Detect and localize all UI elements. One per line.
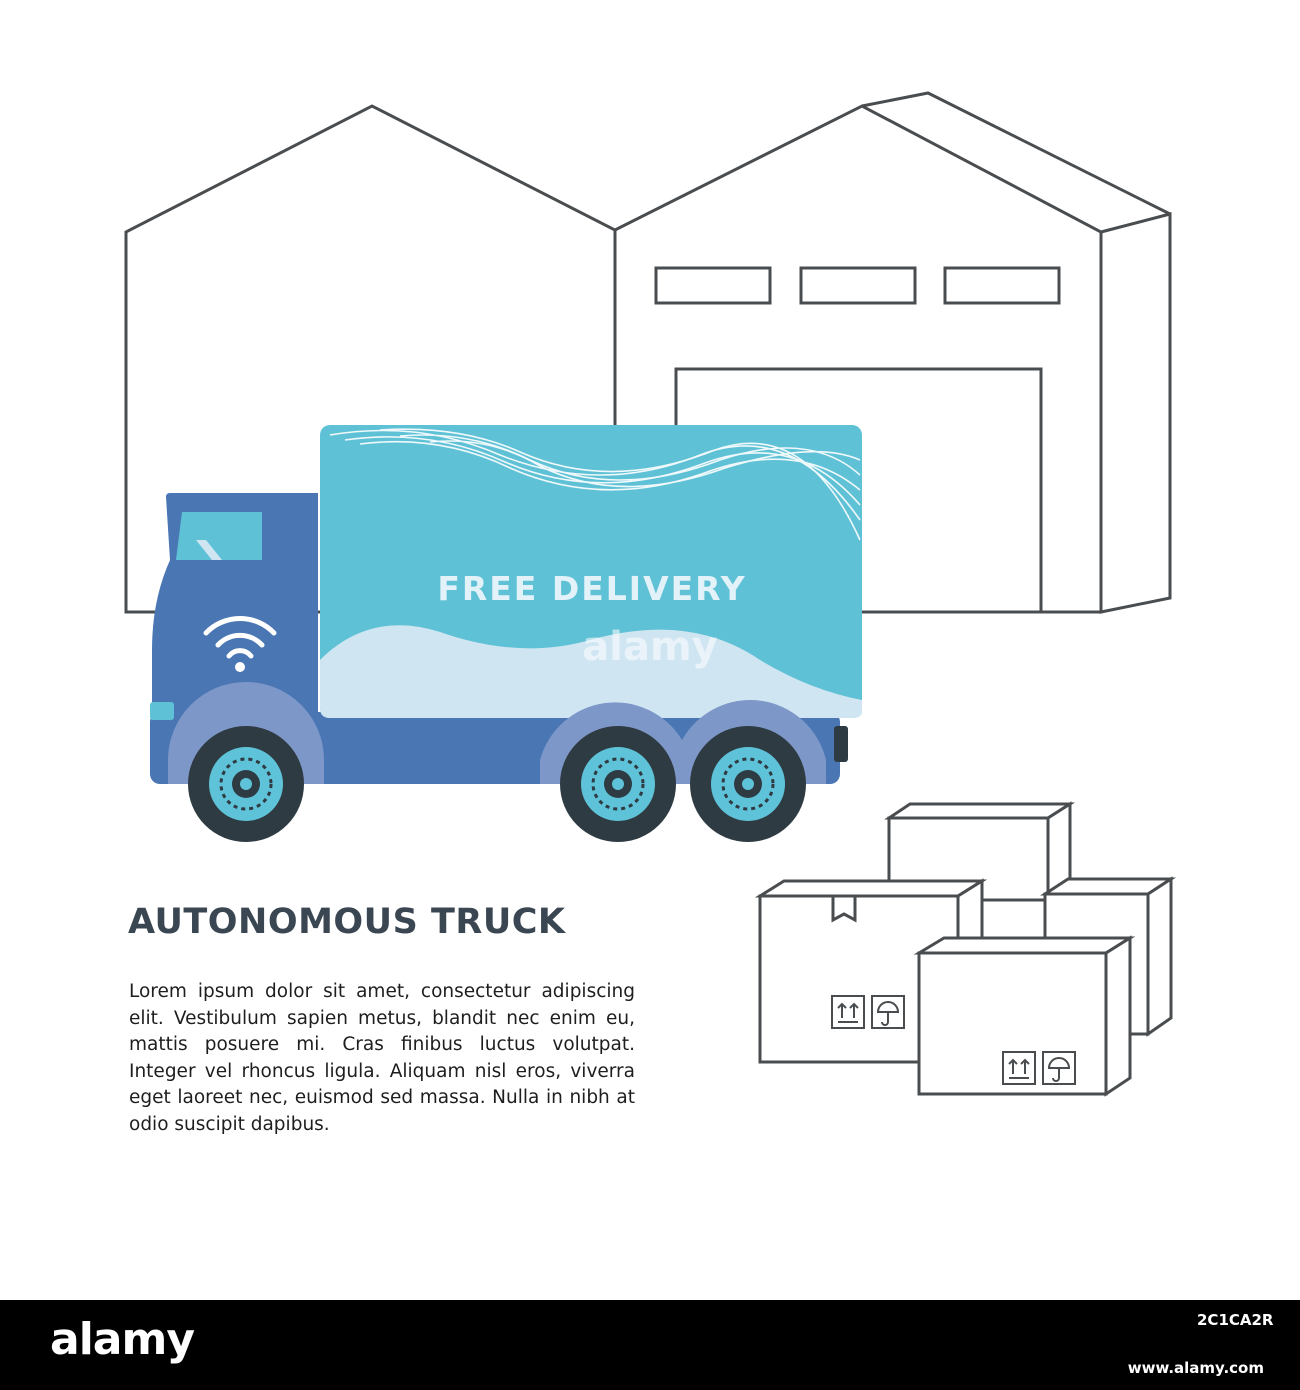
truck-rear-bumper	[834, 726, 848, 762]
truck: FREE DELIVERY alamy	[150, 425, 862, 842]
front-fender	[168, 682, 324, 784]
wifi-icon	[203, 615, 277, 672]
cargo-wave-lines	[329, 428, 861, 541]
keep-dry-umbrella-icon	[871, 995, 905, 1029]
package-tape-icon	[831, 894, 857, 923]
page-title: AUTONOMOUS TRUCK	[128, 902, 566, 942]
watermark-footer-bar	[0, 1300, 1300, 1390]
rear-wheel	[690, 726, 806, 842]
footer-url: www.alamy.com	[1127, 1359, 1264, 1377]
warehouse-window-3	[943, 266, 1061, 305]
watermark-text: alamy	[582, 624, 717, 670]
truck-cab-window	[176, 512, 262, 560]
truck-headlight	[150, 702, 174, 720]
warehouse-side-wall	[1099, 212, 1172, 614]
warehouse-roof-ridge	[861, 91, 1171, 216]
footer-logo: alamy	[50, 1314, 195, 1365]
image-id: 2C1CA2R	[1197, 1311, 1274, 1329]
box-front	[913, 935, 1136, 1097]
middle-wheel	[560, 726, 676, 842]
cardboard-boxes	[754, 801, 1177, 1097]
cargo-wave-light	[320, 625, 862, 718]
this-side-up-icon	[831, 995, 865, 1029]
keep-dry-umbrella-icon	[1042, 1051, 1076, 1085]
truck-cargo-label: FREE DELIVERY	[437, 569, 746, 608]
warehouse-window-2	[799, 266, 917, 305]
body-paragraph: Lorem ipsum dolor sit amet, consectetur …	[129, 981, 635, 1135]
warehouse-window-1	[654, 266, 772, 305]
autonomous-truck-illustration: FREE DELIVERY alamy	[124, 91, 1177, 1097]
rear-fender	[540, 700, 826, 784]
this-side-up-icon	[1002, 1051, 1036, 1085]
window-glare	[196, 540, 222, 560]
front-wheel	[188, 726, 304, 842]
